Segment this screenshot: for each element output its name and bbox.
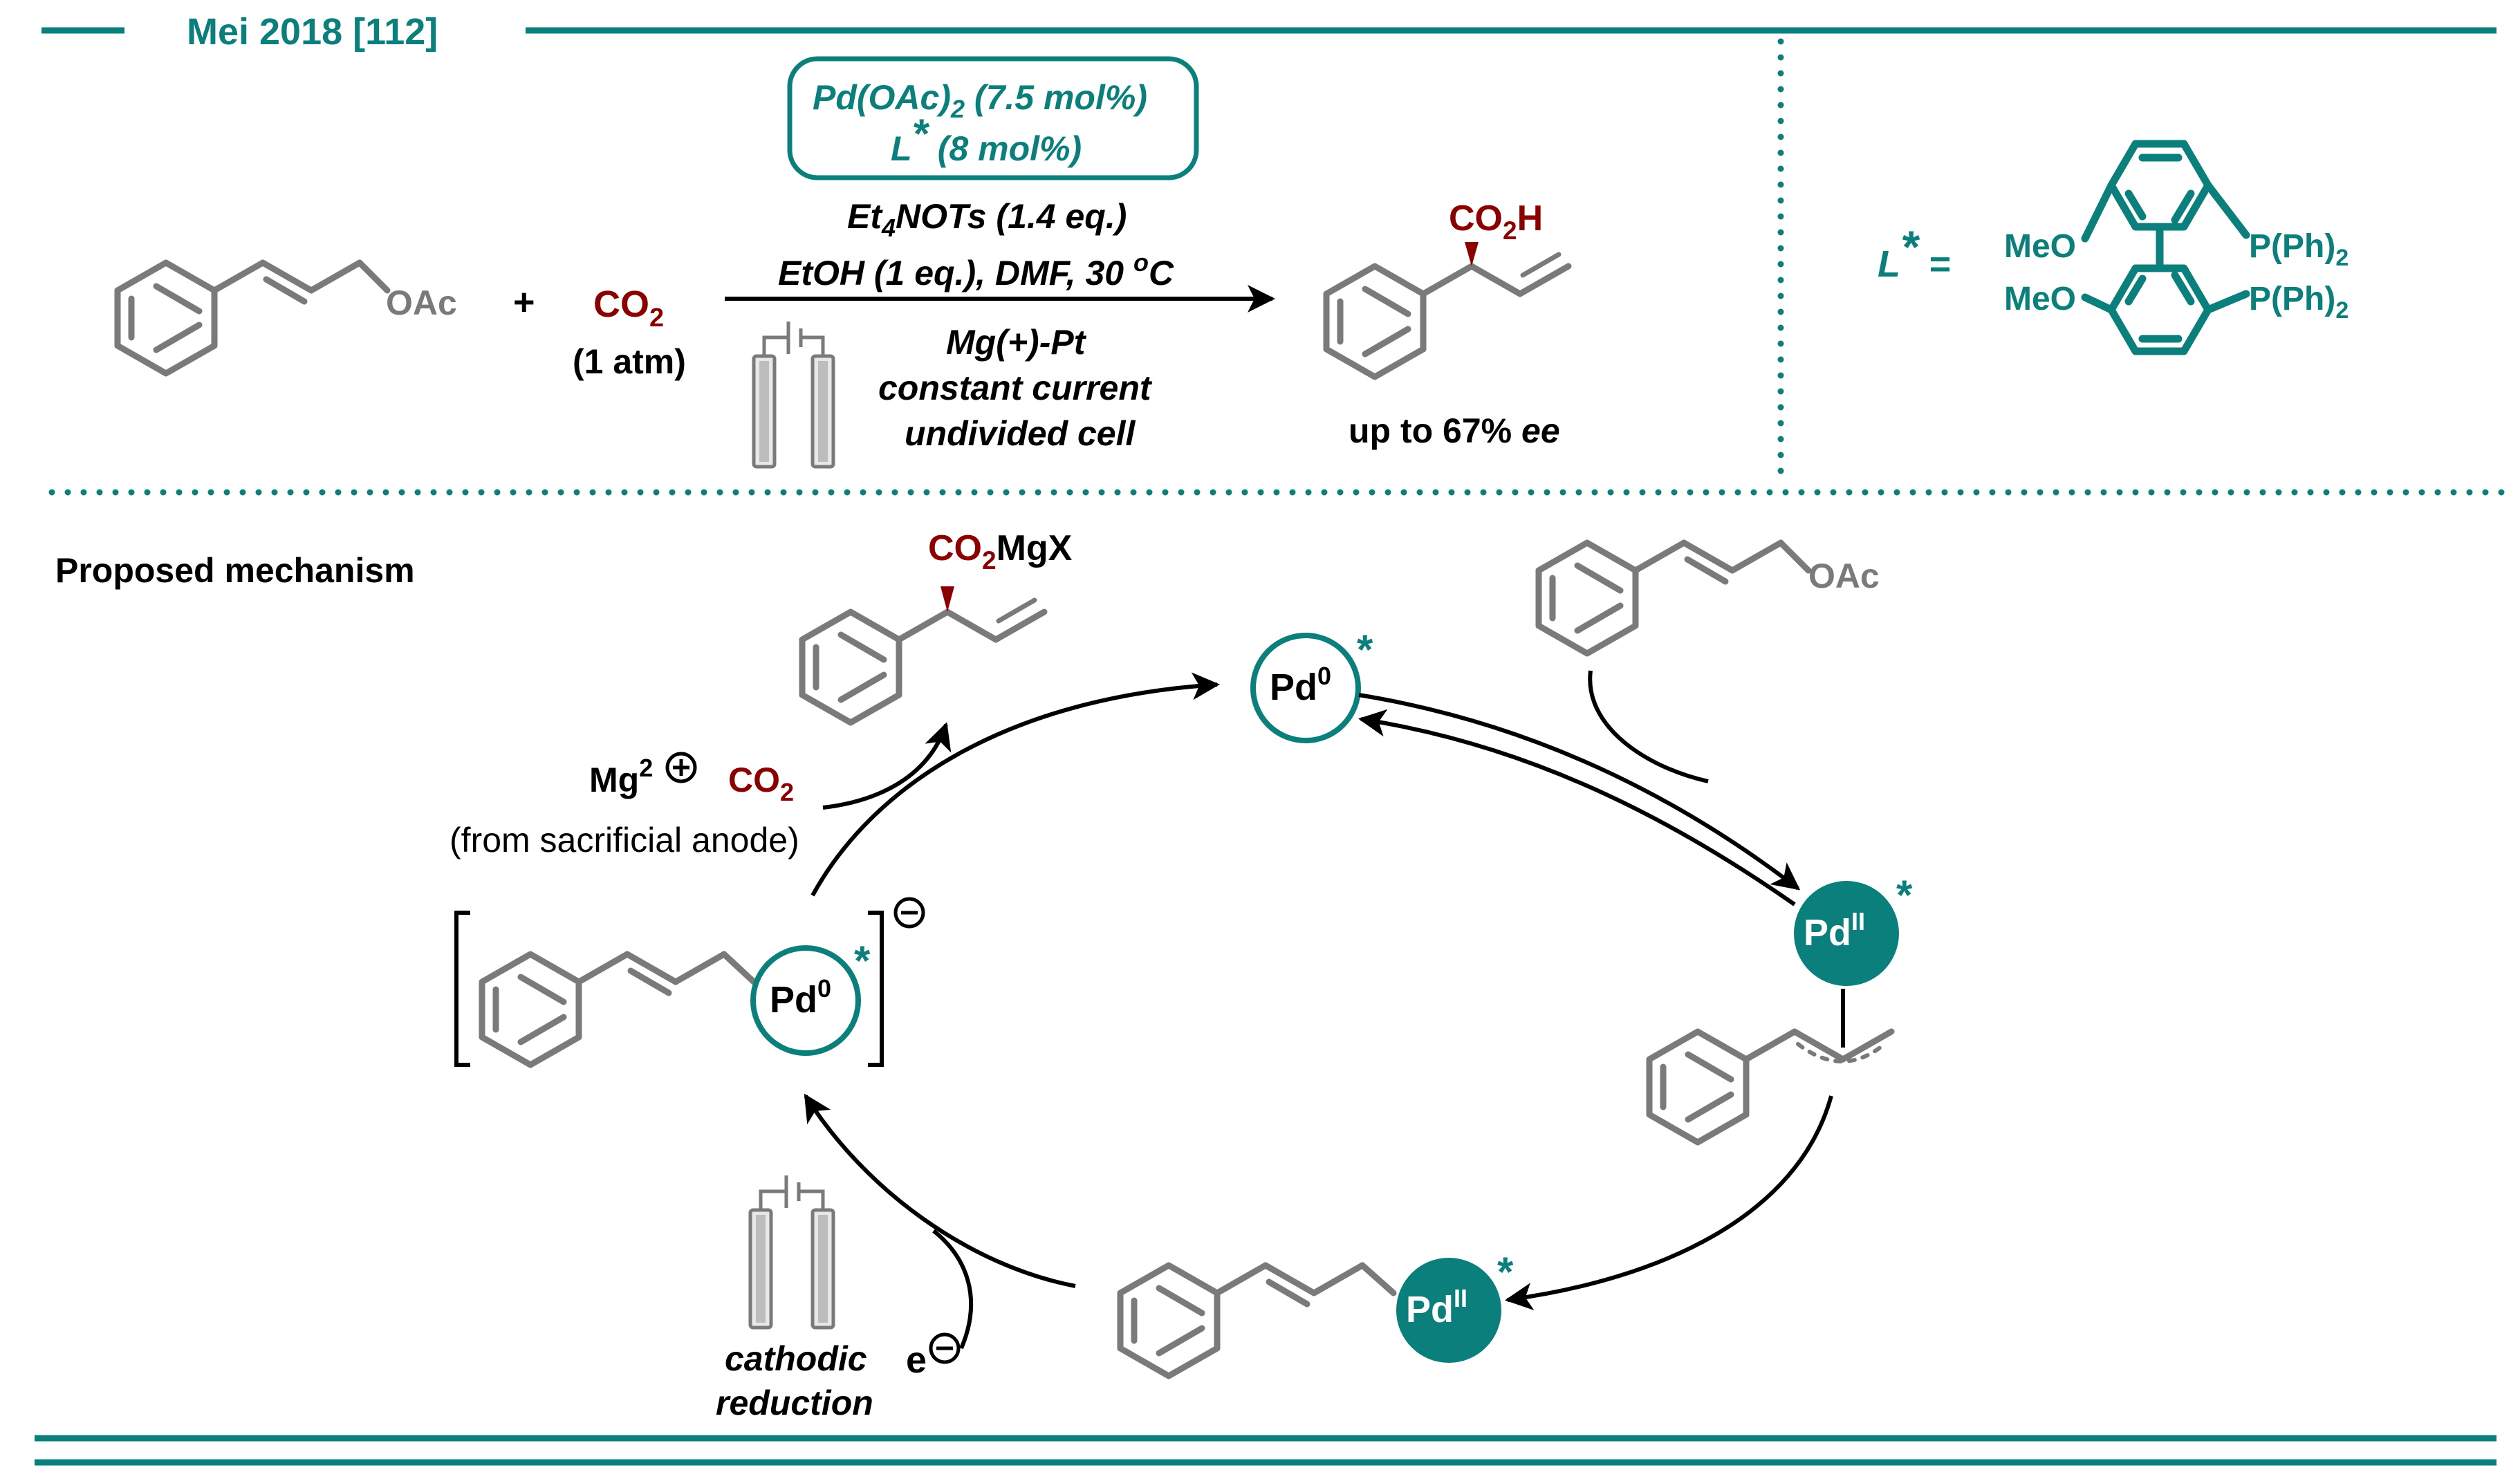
reduction-label: reduction [716,1384,873,1422]
mech-product-label: CO2MgX [928,528,1073,575]
cycle-arrows [804,670,1833,1350]
co2-pressure: (1 atm) [573,342,686,381]
pi-allyl-structure [1646,1028,1895,1146]
header-title: Mei 2018 [112] [187,11,438,53]
ligand-pph2-top: P(Ph)2 [2249,228,2348,271]
wedge-bond [1465,242,1479,266]
mg2-ion: Mg2 [589,754,653,799]
condition-solvent: EtOH (1 eq.), DMF, 30 oC [778,248,1174,292]
condition-cell: undivided cell [905,414,1136,453]
mech-co2: CO2 [728,761,794,806]
pd2-bottom-label: PdII [1406,1284,1467,1330]
oac-label: OAc [386,283,457,322]
plus-sign: + [513,281,535,323]
bracket-left [454,911,884,1067]
dotted-separators [48,38,2510,496]
catalyst-ligand: L* (8 mol%) [891,111,1082,168]
mech-wedge-bond [941,586,954,612]
pd0-left-label: Pd0 [770,974,831,1021]
product-co2h: CO2H [1449,198,1543,245]
electrode-cell-icon [752,322,835,469]
electrode-cell-icon-bottom [748,1175,835,1330]
pd0-top-label: Pd0 [1270,662,1331,708]
catalyst-pd: Pd(OAc)2 (7.5 mol%) [813,78,1147,123]
pd0-top-star: * [1357,626,1373,673]
condition-electrodes: Mg(+)-Pt [946,323,1087,362]
pd2-right-circle [1794,881,1899,986]
pd0-top-circle [1250,633,1361,743]
mech-pd0-allyl-structure [479,951,757,1068]
electron-label: e [906,1339,927,1381]
mech-oac-label: OAc [1808,557,1880,595]
pd0-left-circle [750,945,861,1056]
mech-alkyl-pd-structure [1117,1262,1397,1379]
pd2-right-label: PdII [1804,907,1865,954]
condition-current: constant current [878,369,1153,407]
catalyst-box [787,56,1199,180]
anode-note: (from sacrificial anode) [450,821,799,859]
electron-minus-icon [929,1332,961,1364]
cathodic-label: cathodic [725,1339,867,1378]
ligand-pph2-bottom: P(Ph)2 [2249,281,2348,324]
plus-circle-icon [665,752,697,783]
pd2-bottom-star: * [1497,1249,1514,1295]
co2-reagent: CO2 [593,283,664,333]
condition-et4nots: Et4NOTs (1.4 eq.) [847,197,1127,242]
minus-circle-icon [893,897,925,929]
pd2-right-star: * [1896,872,1913,918]
pd0-left-star: * [854,938,871,984]
ee-label: up to 67% ee [1349,411,1560,450]
product-structure [1323,252,1572,380]
ligand-meo-bottom: MeO [2004,281,2076,317]
pd2-bottom-circle [1396,1258,1501,1363]
footer-rule [35,1435,2496,1466]
mech-sm-structure [1535,539,1812,657]
ligand-biaryl-structure [2081,140,2250,355]
ligand-label: L* = [1878,221,1950,285]
header-bar: Mei 2018 [112] [41,11,2496,53]
ligand-meo-top: MeO [2004,228,2076,265]
cinnamyl-acetate-structure [114,259,391,377]
mech-product-structure [799,597,1048,726]
mechanism-title: Proposed mechanism [55,551,415,590]
